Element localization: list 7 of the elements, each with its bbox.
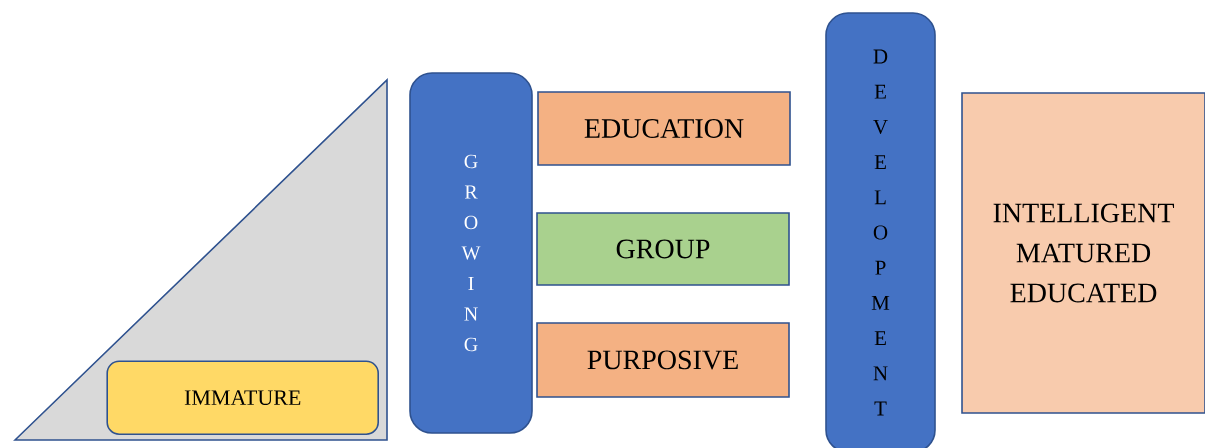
result-box: INTELLIGENT MATURED EDUCATED — [961, 92, 1205, 414]
label-box: GROUP — [536, 212, 790, 286]
vertical-bar: GROWING — [409, 72, 533, 434]
label-box: IMMATURE — [106, 360, 379, 435]
label-box: EDUCATION — [537, 91, 791, 166]
label-box: PURPOSIVE — [536, 322, 790, 398]
vertical-bar: DEVELOPMENT — [825, 12, 936, 448]
